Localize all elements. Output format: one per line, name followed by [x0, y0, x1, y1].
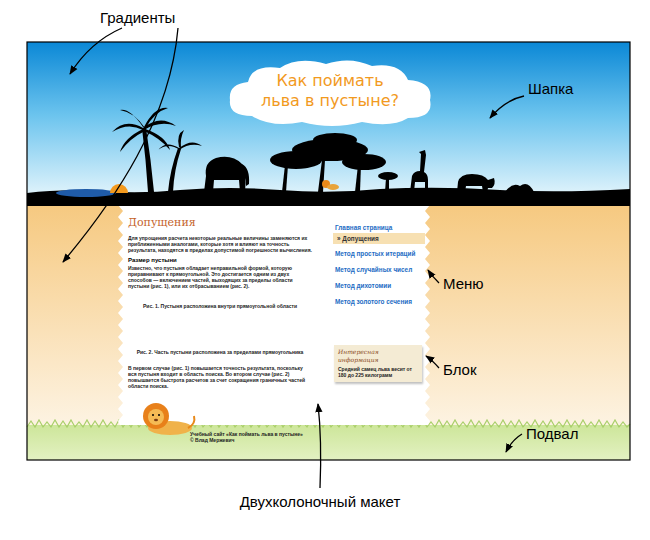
- drawing-part: [152, 414, 154, 416]
- page-heading: Допущения: [128, 216, 312, 229]
- figure-caption: Рис. 1. Пустыня расположена внутри прямо…: [128, 303, 312, 309]
- leader-line: [318, 404, 321, 488]
- callout-label: Градиенты: [100, 9, 175, 26]
- info-block: Интересная информацияСредний самец льва …: [334, 345, 422, 382]
- figure-caption: Рис. 2. Часть пустыни расположена за пре…: [128, 349, 312, 355]
- menu-item-active: » Допущения: [337, 235, 421, 242]
- drawing-part: [178, 130, 184, 148]
- drawing-part: [144, 108, 168, 129]
- callout-label: Двухколоночный макет: [230, 492, 410, 512]
- leader-line: [490, 96, 524, 118]
- main-column: ДопущенияДля упрощения расчета некоторые…: [128, 216, 312, 389]
- drawing-part: [410, 150, 428, 192]
- drawing-part: [240, 164, 249, 186]
- content-column: [118, 205, 430, 425]
- drawing-part: [56, 189, 116, 197]
- screenshot-frame: [27, 42, 630, 460]
- callout-label: Подвал: [526, 425, 578, 442]
- drawing-part: [142, 128, 154, 192]
- menu-item: Метод дихотомии: [335, 282, 425, 289]
- drawing-part: [154, 419, 158, 421]
- menu-column: Главная страница » ДопущенияМетод простых…: [335, 224, 425, 314]
- menu-item: Метод случайных чисел: [335, 266, 425, 273]
- callout-label: Блок: [443, 361, 477, 378]
- site-screenshot: [27, 42, 630, 460]
- drawing-part: [313, 133, 357, 147]
- drawing-part: [112, 124, 143, 132]
- drawing-part: [457, 174, 495, 192]
- menu-active-item: » Допущения: [333, 233, 425, 244]
- paragraph: Для упрощения расчета некоторые реальные…: [128, 235, 312, 253]
- drawing-part: [158, 414, 160, 416]
- lion-picture: [143, 403, 194, 435]
- paragraph: Известно, что пустыня обладает неправиль…: [128, 265, 312, 289]
- drawing-part: [204, 157, 246, 192]
- drawing-part: [120, 110, 145, 128]
- callout-label: Шапка: [528, 80, 573, 97]
- drawing-part: [282, 165, 288, 192]
- drawing-part: [385, 178, 389, 192]
- title-cloud: Как поймать льва в пустыне?: [222, 56, 438, 128]
- drawing-part: [179, 142, 202, 150]
- drawing-part: [342, 154, 386, 170]
- drawing-part: [110, 184, 128, 193]
- leader-line: [426, 356, 439, 368]
- drawing-part: [505, 184, 534, 192]
- leader-line: [70, 28, 122, 74]
- callout-label: Меню: [443, 275, 484, 292]
- sand-gradient: [27, 205, 630, 425]
- drawing-part: [148, 409, 164, 425]
- header-sky: [27, 42, 630, 205]
- content-column: ДопущенияДля упрощения расчета некоторые…: [118, 205, 430, 425]
- menu-item: Метод золотого сечения: [335, 298, 425, 305]
- paragraph: В первом случае (рис. 1) повышается точн…: [128, 365, 312, 389]
- footer-text: Учебный сайт «Как поймать льва в пустыне…: [190, 431, 440, 443]
- menu-item: Метод простых итераций: [335, 250, 425, 257]
- callout-arrows: [63, 28, 524, 488]
- grass-footer: [27, 425, 630, 460]
- drawing-part: [327, 184, 339, 190]
- drawing-part: [143, 403, 169, 429]
- block-text: Средний самец льва весит от 180 до 225 к…: [338, 366, 418, 378]
- site-title: Как поймать льва в пустыне?: [222, 56, 438, 111]
- drawing-part: [188, 416, 194, 428]
- footer-text: Учебный сайт «Как поймать льва в пустыне…: [190, 431, 440, 437]
- leader-line: [506, 434, 522, 452]
- drawing-part: [158, 144, 180, 150]
- footer-text: © Влад Мержевич: [190, 437, 440, 443]
- menu-item: Главная страница: [335, 224, 425, 231]
- subheading: Размер пустыни: [128, 257, 312, 264]
- drawing-part: [144, 129, 170, 150]
- drawing-part: [168, 148, 181, 192]
- drawing-part: [378, 172, 398, 180]
- leader-line: [428, 270, 439, 283]
- block-heading: Интересная информация: [338, 348, 418, 364]
